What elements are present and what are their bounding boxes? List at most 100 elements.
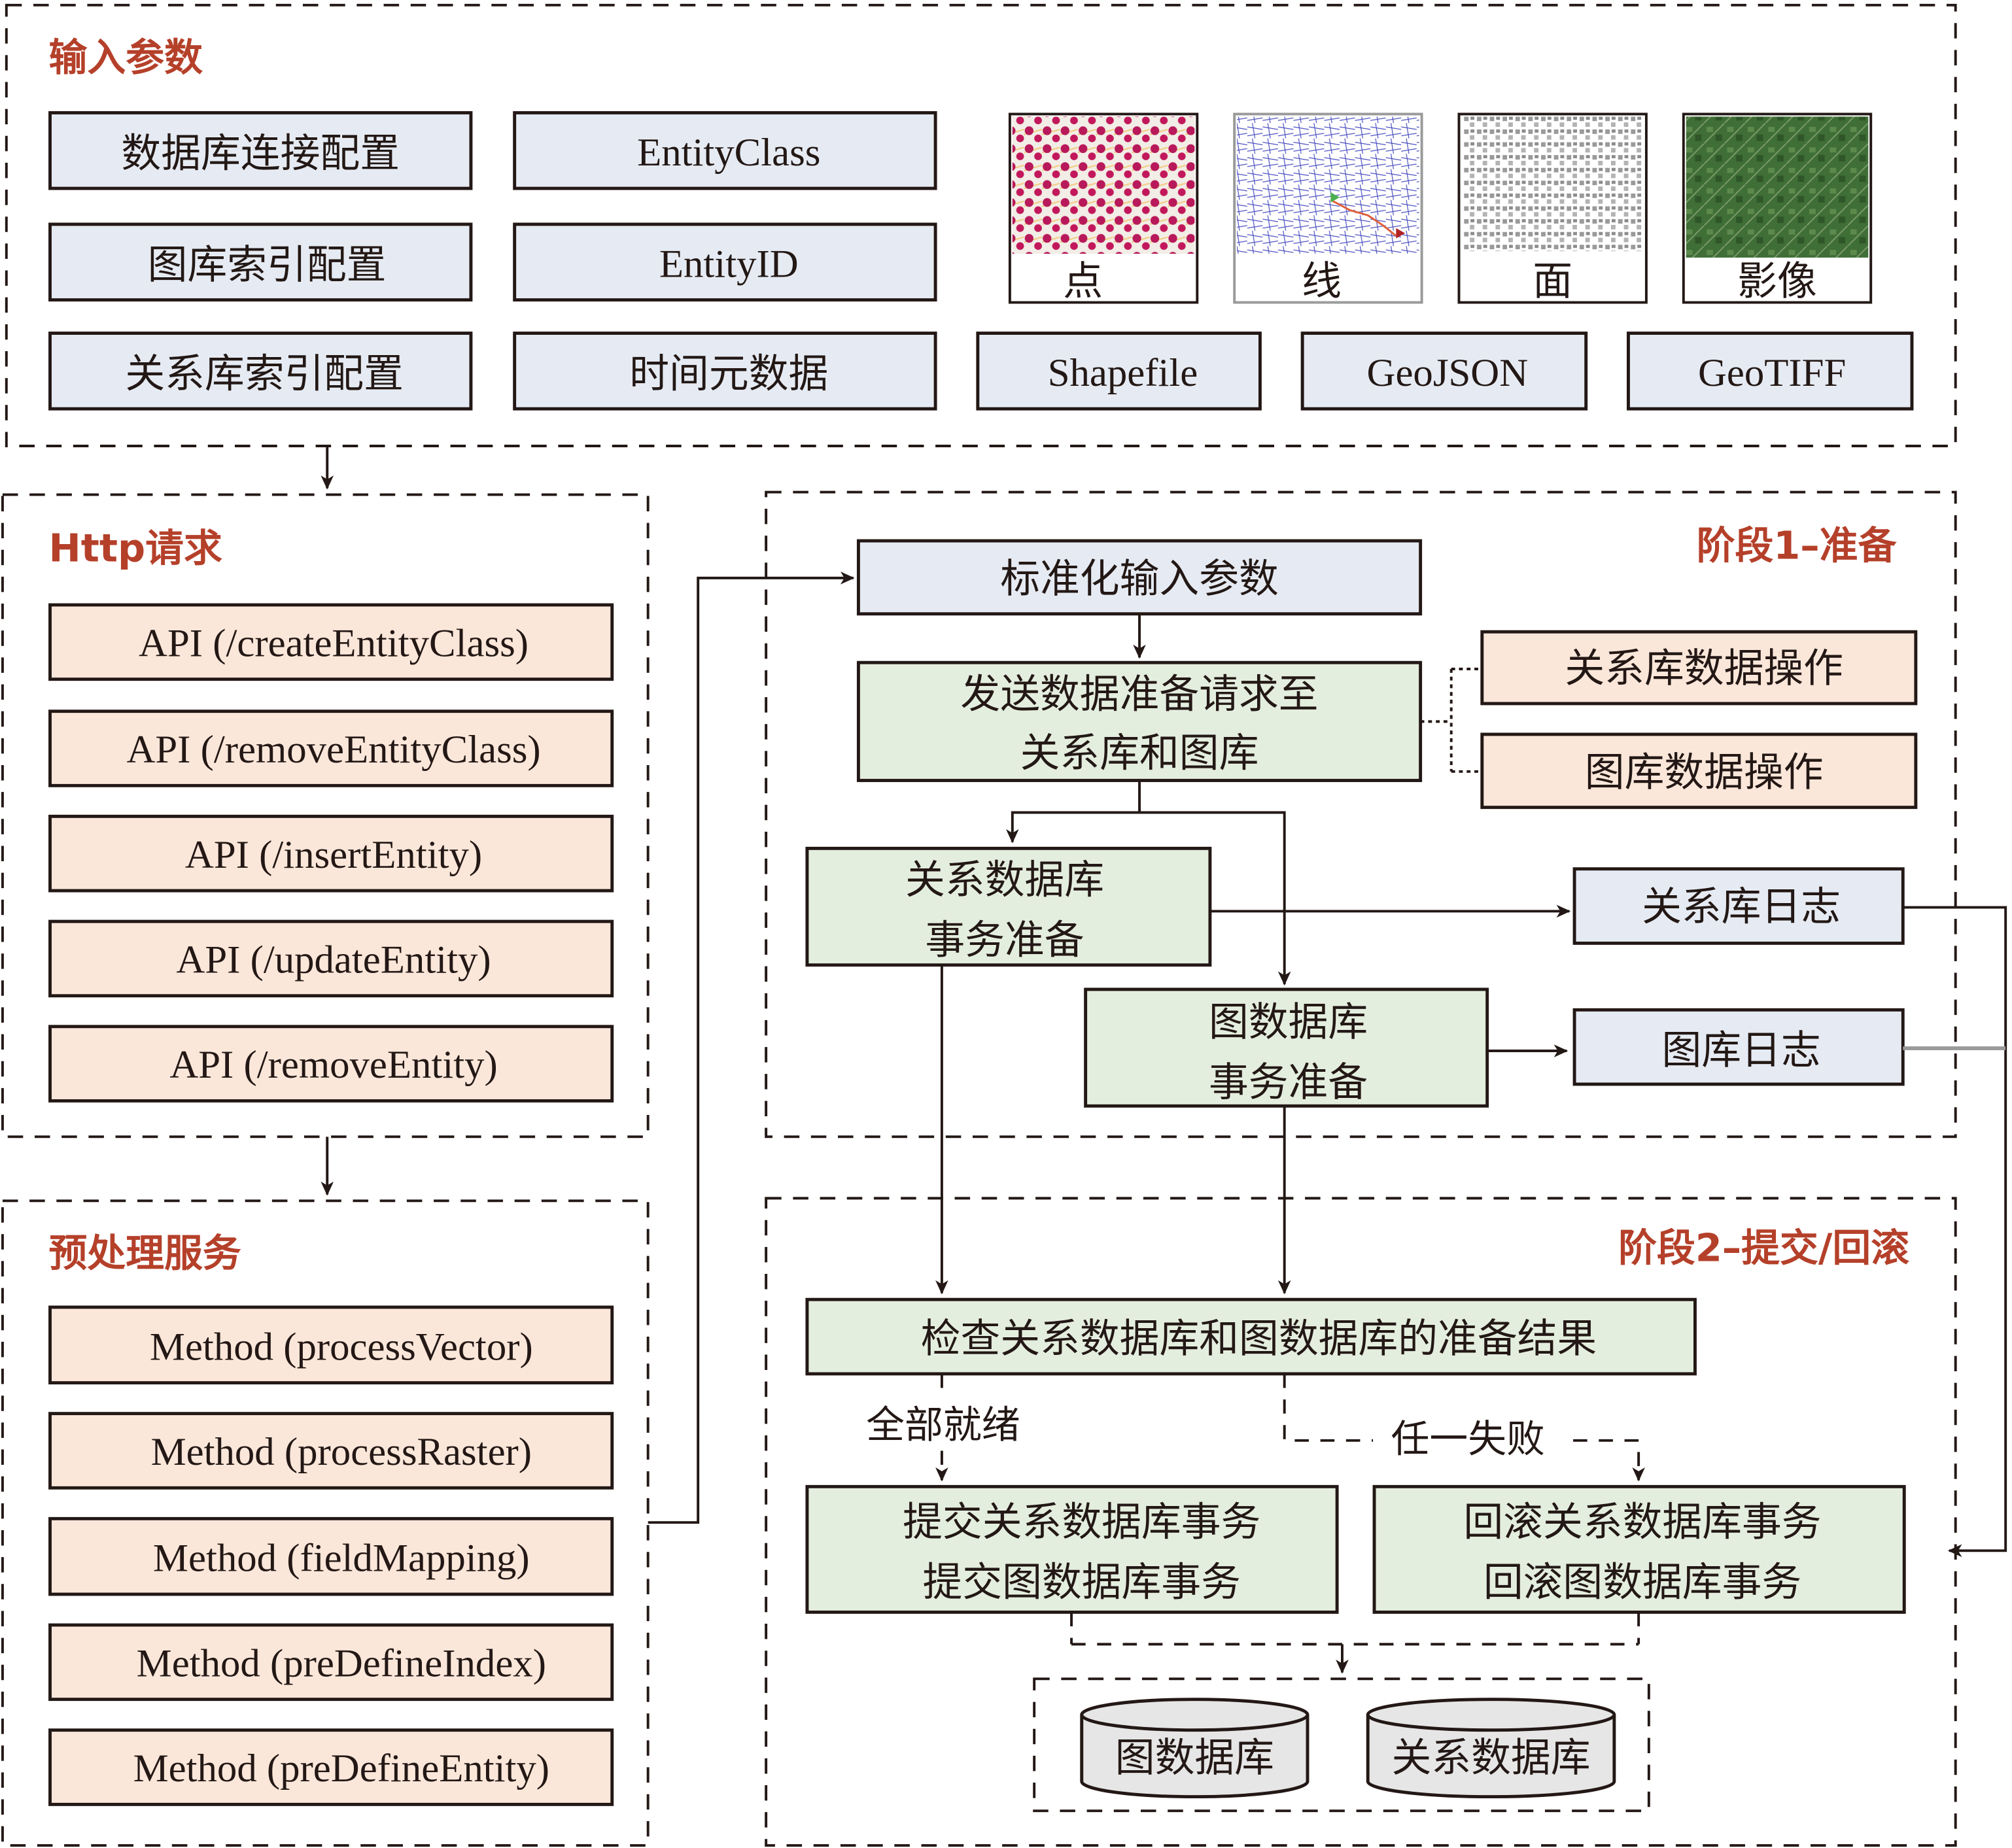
thumbnail-label: 点 bbox=[1063, 259, 1103, 305]
preprocess-title: 预处理服务 bbox=[49, 1230, 241, 1275]
phase1-title: 阶段1–准备 bbox=[1697, 522, 1898, 568]
input-params-title: 输入参数 bbox=[49, 35, 203, 80]
phase2-group: 阶段2–提交/回滚 检查关系数据库和图数据库的准备结果 全部就绪 任一失败 提交… bbox=[765, 1197, 1957, 1847]
entity-box-entityid[interactable]: EntityID bbox=[513, 222, 937, 302]
graph-tx-prepare-box[interactable]: 图数据库 事务准备 bbox=[1084, 987, 1489, 1108]
relational-database-cylinder[interactable]: 关系数据库 bbox=[1366, 1698, 1616, 1799]
relational-tx-prepare-box[interactable]: 关系数据库 事务准备 bbox=[805, 846, 1212, 967]
api-create-entity-class[interactable]: API (/createEntityClass) bbox=[48, 603, 614, 681]
method-label: Method (preDefineIndex) bbox=[137, 1641, 546, 1685]
config-box-graph-index[interactable]: 图库索引配置 bbox=[48, 222, 473, 302]
thumbnail-label: 面 bbox=[1533, 259, 1572, 305]
cylinder-top bbox=[1080, 1698, 1310, 1732]
entity-box-label: EntityClass bbox=[637, 131, 820, 175]
databases-frame bbox=[1033, 1677, 1650, 1813]
config-box-db-connection[interactable]: 数据库连接配置 bbox=[48, 111, 473, 190]
rel-prepare-line2: 事务准备 bbox=[925, 917, 1084, 963]
format-box-label: GeoTIFF bbox=[1698, 351, 1846, 395]
phase1-frame bbox=[765, 490, 1957, 1138]
rollback-transactions-box[interactable]: 回滚关系数据库事务 回滚图数据库事务 bbox=[1372, 1484, 1906, 1614]
thumbnail-polygon[interactable]: 面 bbox=[1457, 112, 1648, 305]
api-update-entity[interactable]: API (/updateEntity) bbox=[48, 919, 614, 998]
thumbnail-line[interactable]: 线 bbox=[1233, 112, 1423, 305]
preprocess-group: 预处理服务 Method (processVector) Method (pro… bbox=[1, 1199, 650, 1847]
relational-data-ops-box[interactable]: 关系库数据操作 bbox=[1480, 630, 1918, 706]
phase2-frame bbox=[765, 1197, 1957, 1847]
method-label: Method (processVector) bbox=[150, 1325, 533, 1369]
polygon-map-image bbox=[1461, 116, 1644, 252]
graph-database-label: 图数据库 bbox=[1115, 1735, 1274, 1781]
arrow-preprocess-to-normalize bbox=[648, 572, 855, 1524]
format-box-geojson[interactable]: GeoJSON bbox=[1300, 332, 1588, 411]
thumbnail-raster[interactable]: 影像 bbox=[1682, 112, 1873, 305]
raster-image bbox=[1686, 116, 1869, 258]
all-ready-label: 全部就绪 bbox=[866, 1402, 1020, 1447]
entity-box-time-metadata[interactable]: 时间元数据 bbox=[513, 332, 937, 411]
api-insert-entity[interactable]: API (/insertEntity) bbox=[48, 814, 614, 893]
method-field-mapping[interactable]: Method (fieldMapping) bbox=[48, 1516, 614, 1596]
entity-box-label: 时间元数据 bbox=[629, 351, 828, 397]
rel-prepare-line1: 关系数据库 bbox=[905, 857, 1104, 903]
api-label: API (/insertEntity) bbox=[185, 833, 482, 877]
arrow-any-fail-to-rollback bbox=[1573, 1439, 1645, 1482]
method-predefine-entity[interactable]: Method (preDefineEntity) bbox=[48, 1728, 614, 1806]
end-flag-icon bbox=[1396, 228, 1406, 239]
graph-log-label: 图库日志 bbox=[1661, 1028, 1820, 1074]
config-box-relational-index[interactable]: 关系库索引配置 bbox=[48, 332, 473, 411]
phase2-title: 阶段2–提交/回滚 bbox=[1618, 1225, 1909, 1270]
input-params-frame bbox=[5, 3, 1957, 447]
cylinder-body bbox=[1366, 1715, 1616, 1799]
api-label: API (/removeEntityClass) bbox=[126, 728, 540, 772]
graph-data-ops-box[interactable]: 图库数据操作 bbox=[1480, 732, 1918, 810]
route-line-icon bbox=[1330, 199, 1397, 237]
any-fail-connector bbox=[1283, 1373, 1374, 1442]
point-map-image bbox=[1012, 116, 1195, 254]
format-box-shapefile[interactable]: Shapefile bbox=[976, 332, 1262, 411]
method-process-vector[interactable]: Method (processVector) bbox=[48, 1305, 614, 1385]
method-label: Method (preDefineEntity) bbox=[133, 1747, 549, 1790]
any-fail-label: 任一失败 bbox=[1391, 1416, 1545, 1461]
format-box-geotiff[interactable]: GeoTIFF bbox=[1626, 332, 1914, 411]
config-box-label: 关系库索引配置 bbox=[125, 351, 404, 397]
relational-log-box[interactable]: 关系库日志 bbox=[1572, 867, 1905, 945]
graph-database-cylinder[interactable]: 图数据库 bbox=[1080, 1698, 1310, 1799]
arrow-logs-to-rollback bbox=[1903, 906, 2007, 1558]
arrow-send-to-graph-prepare bbox=[1139, 811, 1291, 986]
api-label: API (/createEntityClass) bbox=[139, 621, 529, 665]
http-request-group: Http请求 API (/createEntityClass) API (/re… bbox=[1, 493, 650, 1138]
check-prepare-results-box[interactable]: 检查关系数据库和图数据库的准备结果 bbox=[805, 1297, 1697, 1376]
normalize-input-box[interactable]: 标准化输入参数 bbox=[856, 539, 1423, 616]
cylinder-top bbox=[1366, 1698, 1616, 1732]
commit-line1: 提交关系数据库事务 bbox=[903, 1499, 1260, 1545]
commit-line2: 提交图数据库事务 bbox=[923, 1560, 1241, 1605]
relational-database-label: 关系数据库 bbox=[1392, 1735, 1591, 1781]
commit-transactions-box[interactable]: 提交关系数据库事务 提交图数据库事务 bbox=[805, 1484, 1339, 1614]
relational-log-label: 关系库日志 bbox=[1642, 884, 1841, 930]
send-prepare-request-box[interactable]: 发送数据准备请求至 关系库和图库 bbox=[856, 660, 1423, 782]
graph-prepare-line2: 事务准备 bbox=[1209, 1060, 1368, 1106]
input-params-group: 输入参数 数据库连接配置 图库索引配置 关系库索引配置 EntityClass … bbox=[5, 3, 1957, 447]
normalize-input-label: 标准化输入参数 bbox=[1000, 556, 1279, 602]
api-remove-entity[interactable]: API (/removeEntity) bbox=[48, 1025, 614, 1103]
graph-prepare-line1: 图数据库 bbox=[1209, 1000, 1368, 1046]
cylinder-body bbox=[1080, 1715, 1310, 1799]
method-predefine-index[interactable]: Method (preDefineIndex) bbox=[48, 1623, 614, 1702]
thumbnail-point[interactable]: 点 bbox=[1008, 112, 1199, 305]
method-process-raster[interactable]: Method (processRaster) bbox=[48, 1412, 614, 1490]
check-results-label: 检查关系数据库和图数据库的准备结果 bbox=[921, 1316, 1597, 1362]
graph-log-box[interactable]: 图库日志 bbox=[1572, 1008, 1905, 1086]
config-box-label: 数据库连接配置 bbox=[121, 131, 400, 177]
config-box-label: 图库索引配置 bbox=[148, 242, 387, 288]
thumbnail-label: 线 bbox=[1302, 259, 1342, 305]
phase1-group: 阶段1–准备 标准化输入参数 发送数据准备请求至 关系库和图库 关系库数据操作 … bbox=[765, 490, 1957, 1138]
api-remove-entity-class[interactable]: API (/removeEntityClass) bbox=[48, 710, 614, 787]
format-box-label: GeoJSON bbox=[1367, 351, 1529, 395]
send-request-line1: 发送数据准备请求至 bbox=[960, 672, 1318, 717]
http-request-title: Http请求 bbox=[49, 525, 222, 570]
entity-box-entityclass[interactable]: EntityClass bbox=[513, 111, 937, 190]
method-label: Method (processRaster) bbox=[151, 1430, 532, 1474]
thumbnail-label: 影像 bbox=[1737, 259, 1817, 305]
graph-ops-label: 图库数据操作 bbox=[1585, 749, 1824, 795]
rollback-line1: 回滚关系数据库事务 bbox=[1463, 1499, 1821, 1545]
